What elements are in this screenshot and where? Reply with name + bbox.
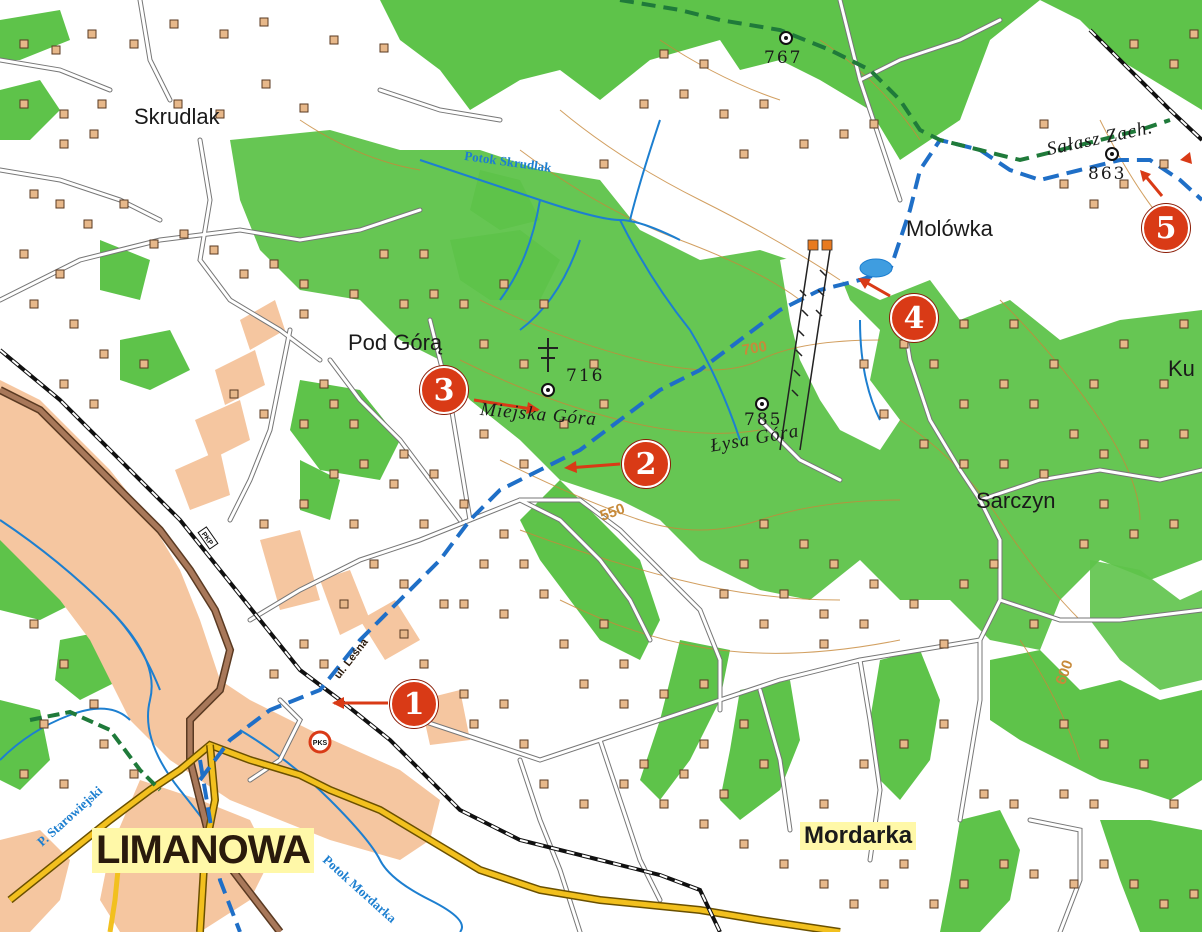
- place-skrudlak: Skrudlak: [134, 104, 220, 129]
- marker-4[interactable]: 4: [890, 294, 938, 342]
- peak-767: 767: [764, 48, 803, 68]
- place-sarczyn: Sarczyn: [976, 488, 1056, 513]
- place-mordarka: Mordarka: [800, 822, 917, 850]
- railway: [0, 28, 1202, 932]
- marker-3[interactable]: 3: [420, 366, 468, 414]
- marker-1[interactable]: 1: [390, 680, 438, 728]
- pkp-sign: [197, 526, 219, 550]
- buildings: [19, 17, 1199, 909]
- place-molowka: Molówka: [906, 216, 993, 241]
- streams: [0, 119, 881, 932]
- ski-lift: [779, 249, 831, 451]
- place-ku: Ku: [1168, 356, 1195, 381]
- peak-785: 785: [744, 410, 783, 430]
- marker-5[interactable]: 5: [1142, 204, 1190, 252]
- bus-stop-icon: [308, 730, 332, 754]
- green-trail: [619, 0, 1171, 163]
- cross-icon: [538, 338, 558, 372]
- marker-2[interactable]: 2: [622, 440, 670, 488]
- peak-863: 863: [1088, 164, 1127, 184]
- pond: [859, 258, 893, 278]
- pks-label: PKS: [313, 740, 328, 747]
- blue-trail: [198, 137, 1202, 782]
- place-pod-gora: Pod Górą: [348, 330, 443, 355]
- contour-lines: [299, 39, 1181, 761]
- main-road: [8, 742, 841, 932]
- peak-716: 716: [566, 366, 605, 386]
- place-limanowa: LIMANOWA: [92, 828, 315, 873]
